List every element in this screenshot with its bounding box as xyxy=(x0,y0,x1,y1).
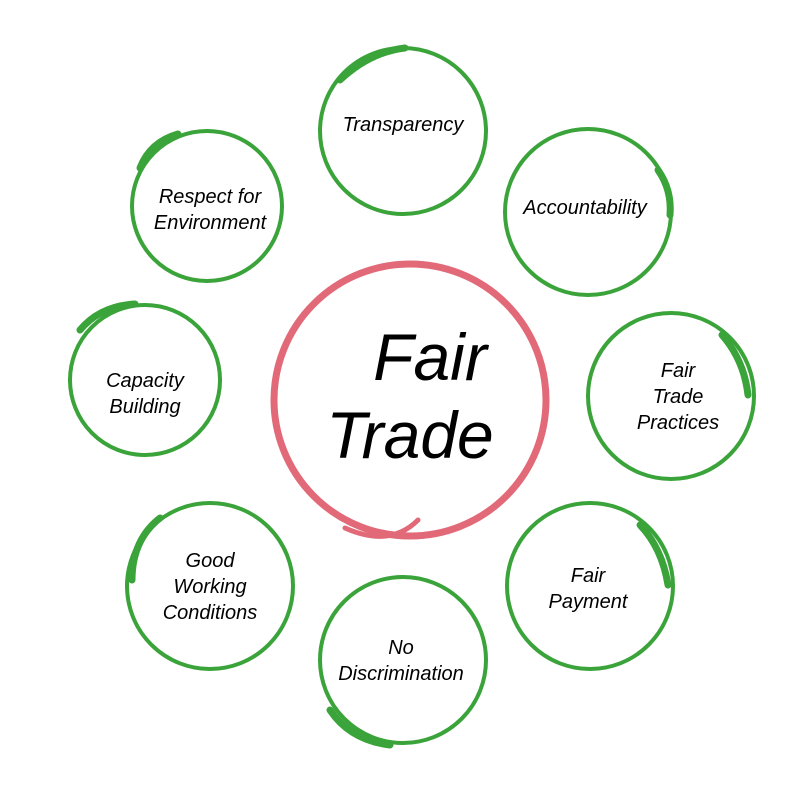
node-label-line: Environment xyxy=(153,212,267,234)
node-label-line: Working xyxy=(173,576,247,598)
node-ring-no-discrimination xyxy=(318,575,488,749)
node-label-line: Capacity xyxy=(106,370,184,392)
node-label-no-discrimination: No Discrimination xyxy=(315,635,487,687)
node-ring-good-working-conditions xyxy=(125,501,295,671)
node-label-accountability: Accountability xyxy=(505,195,665,221)
node-label-line: No xyxy=(388,637,414,659)
node-label-line: Fair xyxy=(570,565,606,587)
node-label-line: Trade xyxy=(652,386,704,408)
node-label-respect-for-environment: Respect for Environment xyxy=(135,184,285,236)
node-label-transparency: Transparency xyxy=(323,112,483,138)
center-title-line: Trade xyxy=(326,398,494,472)
node-label-line: Good xyxy=(185,550,235,572)
node-label-capacity-building: Capacity Building xyxy=(70,368,220,420)
node-label-line: Building xyxy=(109,396,181,418)
node-label-line: Practices xyxy=(636,412,720,434)
node-ring-fair-trade-practices xyxy=(586,311,756,481)
node-ring-capacity-building xyxy=(68,300,222,457)
node-label-line: Fair xyxy=(660,360,696,382)
center-ring xyxy=(270,260,550,540)
node-label-line: Accountability xyxy=(523,197,647,219)
node-ring-respect-for-environment xyxy=(130,129,284,283)
center-title-line: Fair xyxy=(373,320,487,394)
node-ring-fair-payment xyxy=(505,501,675,671)
node-label-line: Discrimination xyxy=(338,663,464,685)
node-label-line: Payment xyxy=(548,591,628,613)
node-label-fair-payment: Fair Payment xyxy=(508,563,668,615)
node-label-line: Respect for xyxy=(158,186,262,208)
node-label-line: Conditions xyxy=(162,602,258,624)
center-title: Fair Trade xyxy=(270,318,550,474)
node-ring-accountability xyxy=(503,127,674,297)
node-label-fair-trade-practices: Fair Trade Practices xyxy=(598,358,758,436)
node-ring-transparency xyxy=(318,44,488,216)
node-label-line: Transparency xyxy=(342,114,464,136)
node-label-good-working-conditions: Good Working Conditions xyxy=(125,548,295,626)
